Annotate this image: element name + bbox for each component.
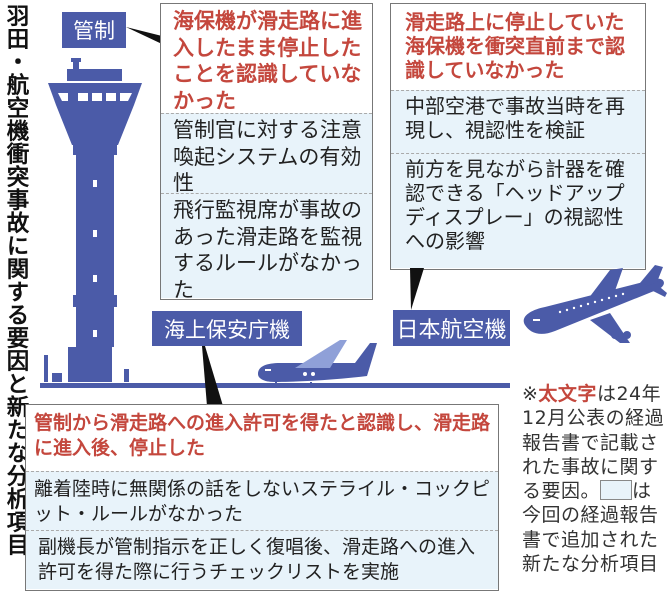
legend-swatch-new-item: [600, 480, 633, 501]
jal-airplane-illustration: [523, 265, 667, 343]
jal-label: 日本航空機: [393, 310, 510, 346]
note-bold-word: 太文字: [538, 383, 597, 405]
coast-guard-item-2: 副機長が管制指示を正しく復唱後、滑走路への進入許可を得た際に行うチェックリストを…: [26, 530, 498, 589]
coast-guard-airplane-illustration: [258, 340, 377, 387]
coast-guard-box: 管制から滑走路への進入許可を得たと認識し、滑走路に進入後、停止した 離着陸時に無…: [25, 404, 499, 591]
control-item-1: 管制官に対する注意喚起システムの有効性: [161, 113, 372, 195]
control-tower-illustration: [44, 58, 142, 382]
note-prefix: ※: [522, 383, 539, 405]
legend-note: ※太文字は24年12月公表の経過報告書で記載された事故に関する要因。は今回の経過…: [522, 382, 668, 576]
jal-item-2: 前方を見ながら計器を確認できる「ヘッドアップディスプレー」の視認性への影響: [391, 153, 645, 268]
control-box: 海保機が滑走路に進入したまま停止したことを認識していなかった 管制官に対する注意…: [160, 3, 373, 302]
coast-guard-header: 管制から滑走路への進入許可を得たと認識し、滑走路に進入後、停止した: [26, 405, 498, 471]
note-text-1: は24年12月公表の経過報告書で記載された事故に関する要因。: [522, 383, 665, 503]
control-label: 管制: [62, 12, 126, 48]
coast-guard-item-1: 離着陸時に無関係の話をしないステライル・コックピット・ルールがなかった: [26, 471, 498, 530]
jal-header: 滑走路上に停止していた海保機を衝突直前まで認識していなかった: [391, 4, 645, 90]
control-pointer: [126, 27, 162, 44]
control-item-2: 飛行監視席が事故のあった滑走路を監視するルールがなかった: [161, 193, 372, 302]
control-header: 海保機が滑走路に進入したまま停止したことを認識していなかった: [161, 4, 372, 113]
vertical-title: 羽田・航空機衝突事故に関する要因と新たな分析項目: [3, 4, 29, 556]
coast-guard-label: 海上保安庁機: [152, 311, 302, 346]
jal-box: 滑走路上に停止していた海保機を衝突直前まで認識していなかった 中部空港で事故当時…: [390, 3, 646, 270]
jal-pointer: [410, 268, 424, 310]
coast-guard-pointer: [202, 346, 223, 406]
jal-item-1: 中部空港で事故当時を再現し、視認性を検証: [391, 90, 645, 153]
note-text-2: は今回の経過報告書で追加された新たな分析項目: [522, 480, 659, 576]
